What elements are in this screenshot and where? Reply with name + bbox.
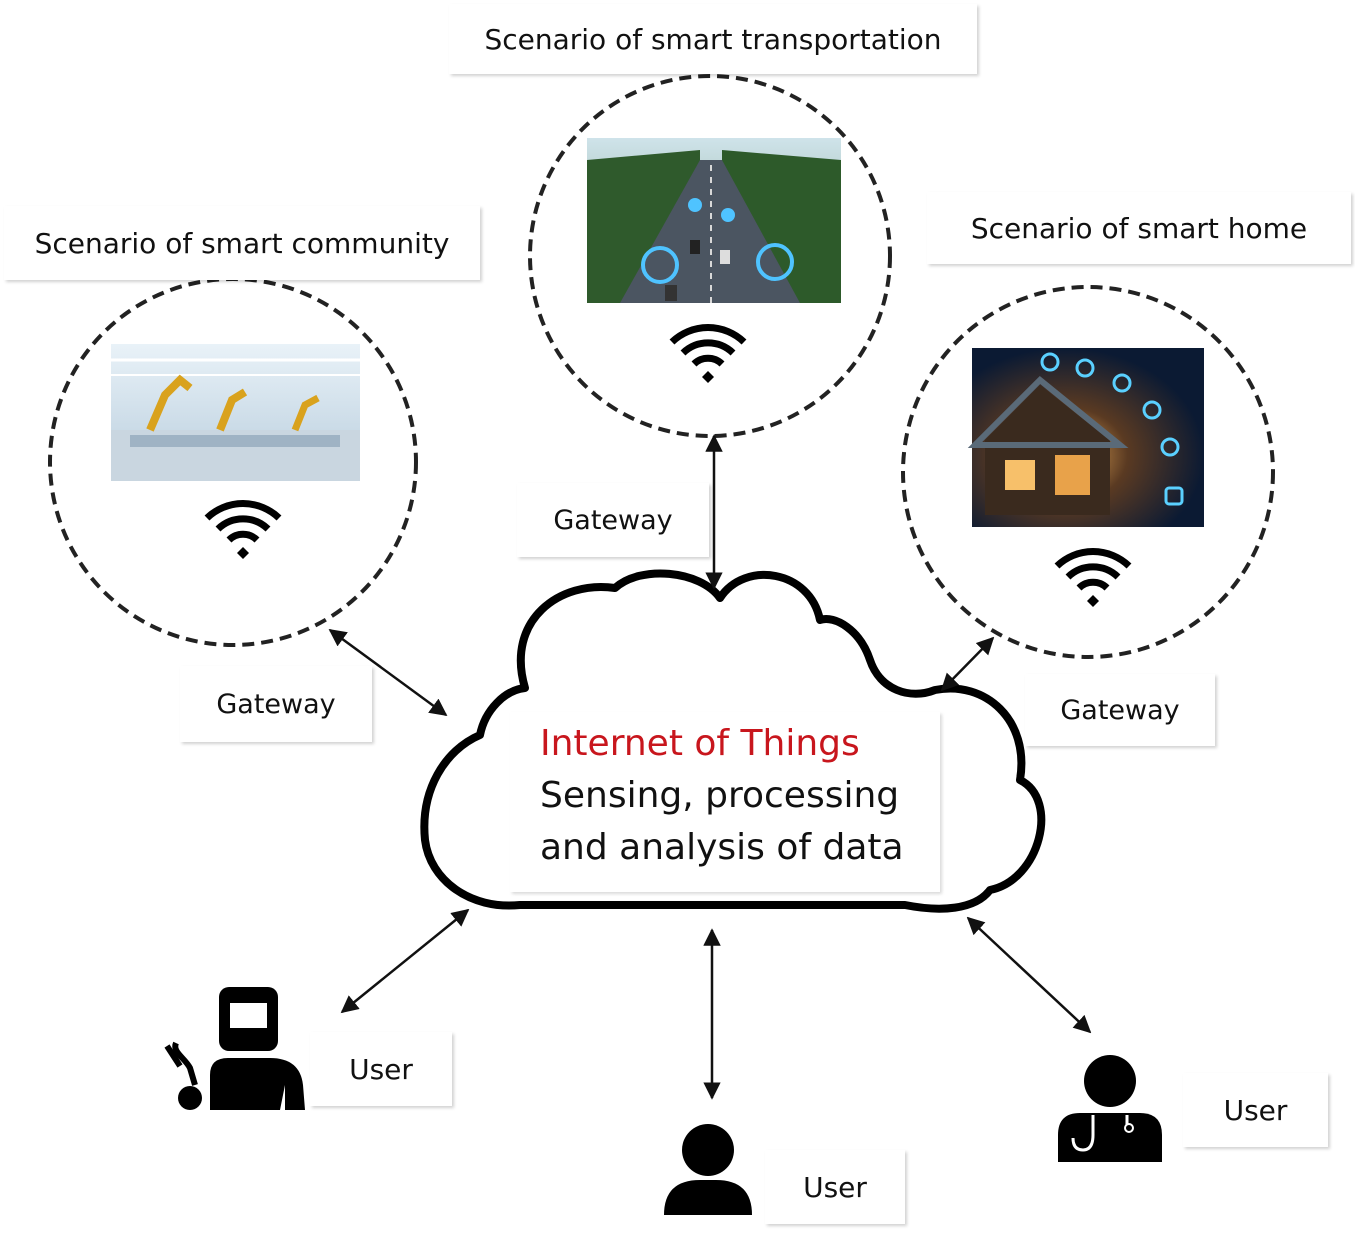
gateway-right-label: Gateway — [1025, 674, 1215, 746]
doctor-user-icon — [1058, 1055, 1162, 1162]
cloud-title: Internet of Things — [540, 723, 860, 764]
wifi-icon — [1054, 548, 1132, 607]
cloud-text-box: Internet of Things Sensing, processing a… — [510, 712, 940, 892]
arrow-left — [328, 628, 448, 717]
transportation-scenario-circle — [528, 74, 892, 438]
gateway-top-label: Gateway — [517, 483, 709, 557]
user-left-label: User — [310, 1032, 452, 1106]
welder-user-icon — [164, 987, 305, 1110]
scenario-home-label: Scenario of smart home — [927, 192, 1351, 264]
scenario-transportation-label: Scenario of smart transportation — [449, 4, 977, 74]
transportation-image — [587, 138, 841, 303]
arrow-right — [940, 636, 995, 692]
arrow-user-left — [340, 908, 470, 1014]
arrow-user-right — [966, 916, 1092, 1034]
cloud-line-2: and analysis of data — [540, 827, 904, 868]
scenario-community-label: Scenario of smart community — [4, 206, 480, 280]
user-center-label: User — [765, 1150, 905, 1224]
wifi-icon — [204, 500, 282, 559]
person-user-icon — [664, 1124, 752, 1215]
gateway-left-label: Gateway — [180, 666, 372, 742]
home-image — [967, 348, 1204, 527]
cloud-line-1: Sensing, processing — [540, 775, 900, 816]
home-scenario-circle — [901, 285, 1275, 659]
wifi-icon — [669, 324, 747, 383]
community-image — [111, 344, 360, 481]
user-right-label: User — [1183, 1073, 1328, 1147]
